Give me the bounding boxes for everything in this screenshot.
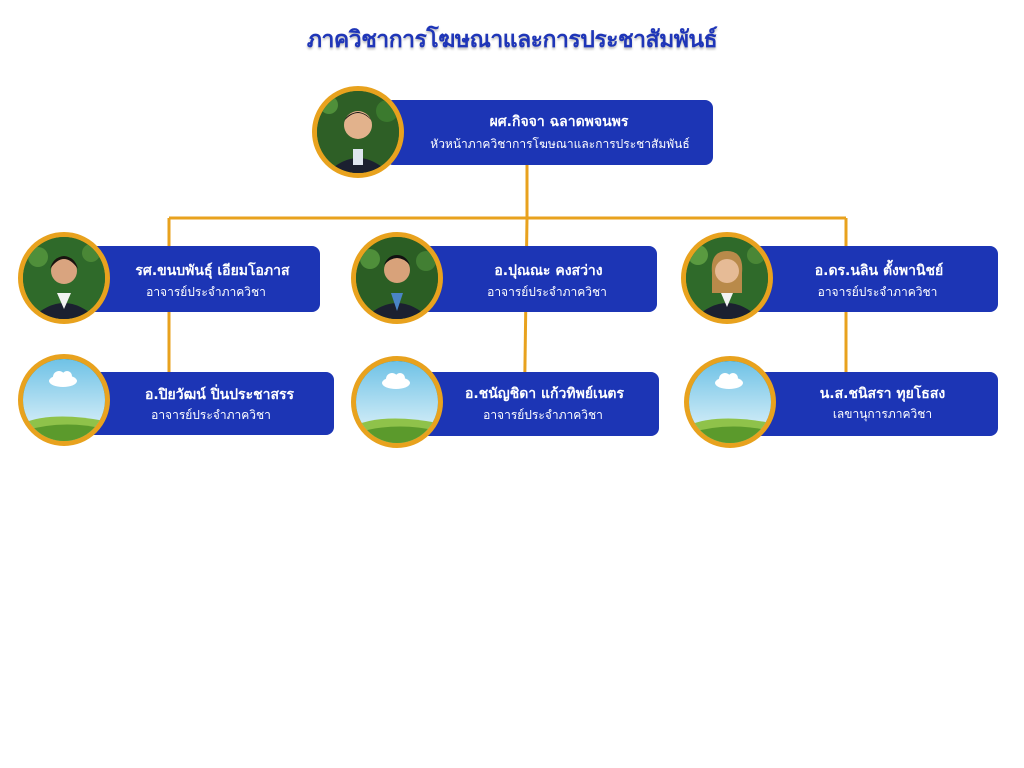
head-card: ผศ.กิจจา ฉลาดพจนพร หัวหน้าภาควิชาการโฆษณ… [385, 100, 713, 165]
head-name: ผศ.กิจจา ฉลาดพจนพร [489, 114, 629, 130]
member-photo-5-placeholder [351, 356, 443, 448]
member-role-2: อาจารย์ประจำภาควิชา [487, 285, 607, 299]
member-name-4: อ.ปิยวัฒน์ ปิ่นประชาสรร [144, 387, 295, 403]
member-name-6: น.ส.ชนิสรา ทุยโธสง [819, 386, 946, 402]
member-photo-6-placeholder [684, 356, 776, 448]
member-name-1: รศ.ขนบพันธุ์ เอียมโอภาส [135, 263, 290, 279]
member-photo-4-placeholder [18, 354, 110, 446]
member-card-5: อ.ชนัญชิดา แก้วทิพย์เนตร อาจารย์ประจำภาค… [410, 372, 659, 436]
member-card-2: อ.ปุณณะ คงสว่าง อาจารย์ประจำภาควิชา [410, 246, 657, 312]
chart-title: ภาควิชาการโฆษณาและการประชาสัมพันธ์ [306, 27, 718, 53]
member-photo-2 [351, 232, 443, 324]
member-card-3: อ.ดร.นลิน ตั้งพานิชย์ อาจารย์ประจำภาควิช… [740, 246, 998, 312]
member-name-3: อ.ดร.นลิน ตั้งพานิชย์ [814, 263, 944, 279]
member-photo-3 [681, 232, 773, 324]
member-name-2: อ.ปุณณะ คงสว่าง [494, 263, 603, 279]
member-card-6: น.ส.ชนิสรา ทุยโธสง เลขานุการภาควิชา [740, 372, 998, 436]
member-card-4: อ.ปิยวัฒน์ ปิ่นประชาสรร อาจารย์ประจำภาคว… [85, 372, 334, 435]
member-role-1: อาจารย์ประจำภาควิชา [146, 285, 266, 299]
member-card-1: รศ.ขนบพันธุ์ เอียมโอภาส อาจารย์ประจำภาคว… [85, 246, 320, 312]
member-role-4: อาจารย์ประจำภาควิชา [151, 408, 271, 422]
head-role: หัวหน้าภาควิชาการโฆษณาและการประชาสัมพันธ… [430, 137, 690, 151]
member-role-6: เลขานุการภาควิชา [832, 407, 933, 421]
head-photo [312, 86, 404, 178]
member-role-5: อาจารย์ประจำภาควิชา [483, 408, 603, 422]
member-role-3: อาจารย์ประจำภาควิชา [817, 285, 938, 299]
member-name-5: อ.ชนัญชิดา แก้วทิพย์เนตร [464, 386, 625, 402]
member-photo-1 [18, 232, 110, 324]
